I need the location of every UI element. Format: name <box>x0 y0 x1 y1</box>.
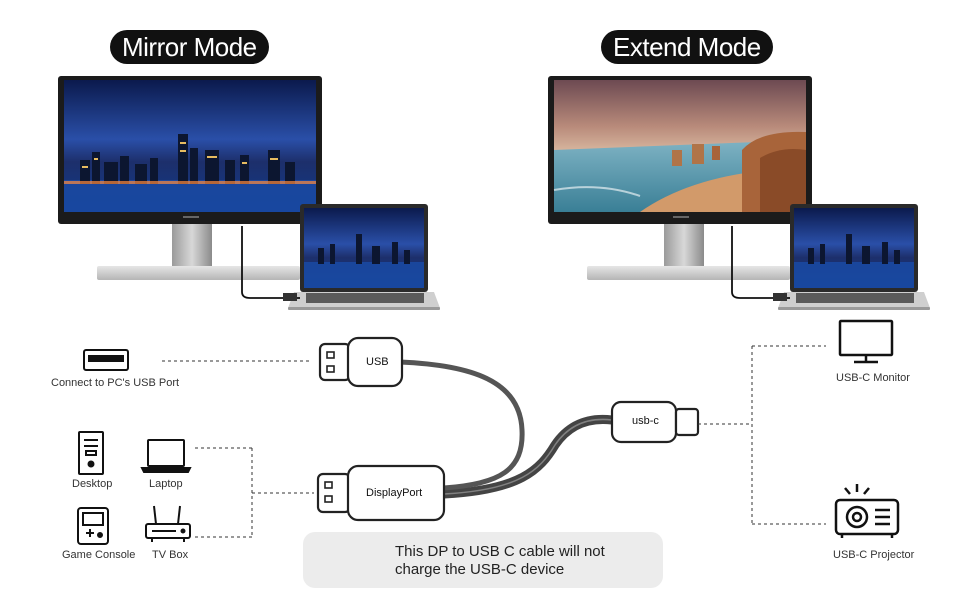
desktop-label: Desktop <box>72 478 113 490</box>
mirror-mode-title: Mirror Mode <box>110 30 269 64</box>
game-console-label: Game Console <box>62 549 136 561</box>
usbc-connector-label: usb-c <box>632 415 659 427</box>
tv-box-icon <box>145 505 191 542</box>
extend-hdmi-wire <box>731 226 790 299</box>
laptop-label: Laptop <box>149 478 183 490</box>
usb-port-icon <box>83 349 129 371</box>
usb-connector <box>318 336 404 388</box>
mirror-hdmi-wire <box>241 226 300 299</box>
extend-mode-title: Extend Mode <box>601 30 773 64</box>
extend-monitor <box>548 76 812 280</box>
usb-port-label: Connect to PC's USB Port <box>51 377 180 389</box>
warning-note: This DP to USB C cable will not charge t… <box>303 532 663 588</box>
mirror-wire-plug <box>283 293 297 301</box>
mirror-monitor <box>58 76 322 280</box>
displayport-connector-label: DisplayPort <box>366 487 423 499</box>
displayport-connector <box>316 464 446 522</box>
cable-usb-branch <box>399 359 525 491</box>
usbc-monitor-icon <box>838 319 894 364</box>
tv-box-label: TV Box <box>152 549 189 561</box>
usbc-projector-label: USB-C Projector <box>833 549 915 561</box>
warning-text: This DP to USB C cable will not charge t… <box>395 543 605 579</box>
warning-line-2: charge the USB-C device <box>395 561 565 578</box>
usbc-monitor-label: USB-C Monitor <box>836 372 910 384</box>
dashed-links <box>162 345 826 538</box>
usbc-projector-icon <box>834 484 900 538</box>
extend-wire-plug <box>773 293 787 301</box>
mirror-laptop <box>288 204 440 310</box>
desktop-icon <box>78 431 104 475</box>
laptop-icon <box>140 439 192 473</box>
extend-laptop <box>778 204 930 310</box>
usb-connector-label: USB <box>366 356 389 368</box>
warning-line-1: This DP to USB C cable will not <box>395 543 605 560</box>
usbc-connector <box>610 400 700 444</box>
game-console-icon <box>77 507 109 545</box>
